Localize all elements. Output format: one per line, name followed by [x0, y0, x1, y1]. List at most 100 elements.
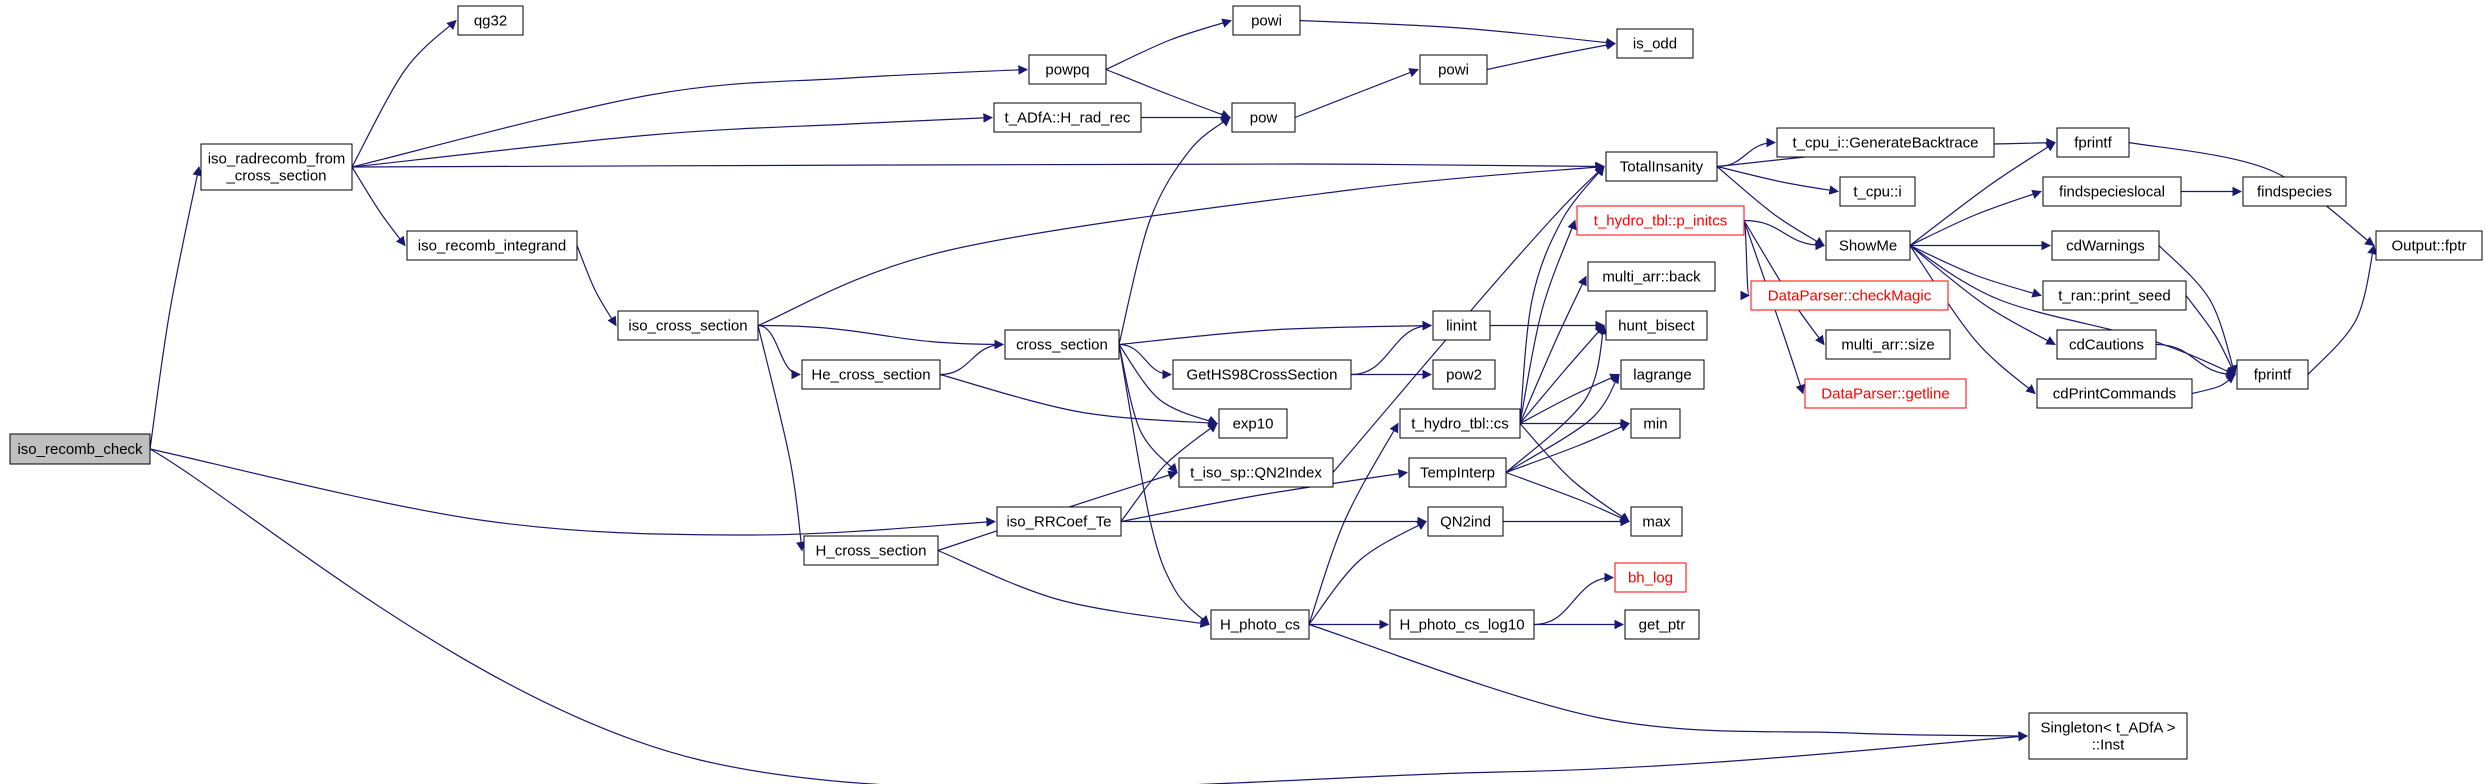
node-box-QN2ind[interactable] — [1427, 506, 1504, 537]
node-box-ShowMe[interactable] — [1825, 230, 1911, 261]
node-min[interactable]: min — [1630, 408, 1681, 439]
node-QN2ind[interactable]: QN2ind — [1427, 506, 1504, 537]
node-powi_top[interactable]: powi — [1232, 5, 1301, 36]
node-bh_log[interactable]: bh_log — [1614, 562, 1687, 593]
node-box-iso_radrecomb[interactable] — [200, 143, 353, 191]
node-box-He_cross_section[interactable] — [801, 359, 941, 390]
node-get_ptr[interactable]: get_ptr — [1624, 609, 1700, 640]
node-box-checkMagic[interactable] — [1750, 280, 1949, 311]
node-box-Output_fptr[interactable] — [2375, 230, 2483, 261]
node-lagrange[interactable]: lagrange — [1620, 359, 1705, 390]
node-hydro_tbl_cs[interactable]: t_hydro_tbl::cs — [1399, 408, 1521, 439]
node-box-get_ptr[interactable] — [1624, 609, 1700, 640]
node-pow[interactable]: pow — [1231, 102, 1296, 133]
node-box-powpq[interactable] — [1028, 54, 1107, 85]
node-pow2[interactable]: pow2 — [1432, 359, 1496, 390]
node-iso_recomb_integrand[interactable]: iso_recomb_integrand — [406, 230, 578, 261]
node-Singleton_Inst[interactable]: Singleton< t_ADfA >::Inst — [2028, 712, 2188, 760]
node-exp10[interactable]: exp10 — [1218, 408, 1288, 439]
node-fprintf_2[interactable]: fprintf — [2236, 359, 2309, 390]
node-box-exp10[interactable] — [1218, 408, 1288, 439]
node-Output_fptr[interactable]: Output::fptr — [2375, 230, 2483, 261]
node-max[interactable]: max — [1630, 506, 1683, 537]
node-box-TotalInsanity[interactable] — [1605, 151, 1718, 182]
node-t_cpu_i[interactable]: t_cpu::i — [1839, 176, 1916, 207]
node-getline[interactable]: DataParser::getline — [1804, 378, 1967, 409]
node-box-multi_arr_size[interactable] — [1825, 329, 1951, 360]
node-iso_RRCoef_Te[interactable]: iso_RRCoef_Te — [996, 506, 1122, 537]
node-box-is_odd[interactable] — [1616, 28, 1694, 59]
node-H_photo_cs_log10[interactable]: H_photo_cs_log10 — [1389, 609, 1535, 640]
node-box-lagrange[interactable] — [1620, 359, 1705, 390]
node-box-iso_recomb_check[interactable] — [9, 433, 151, 465]
node-TotalInsanity[interactable]: TotalInsanity — [1605, 151, 1718, 182]
node-iso_radrecomb[interactable]: iso_radrecomb_from_cross_section — [200, 143, 353, 191]
node-box-H_photo_cs[interactable] — [1210, 609, 1310, 640]
node-iso_recomb_check[interactable]: iso_recomb_check — [9, 433, 151, 465]
node-H_cross_section[interactable]: H_cross_section — [803, 535, 939, 566]
node-is_odd[interactable]: is_odd — [1616, 28, 1694, 59]
node-box-QN2Index[interactable] — [1178, 457, 1334, 488]
node-box-hunt_bisect[interactable] — [1605, 310, 1708, 341]
node-box-linint[interactable] — [1432, 310, 1491, 341]
node-box-cross_section[interactable] — [1004, 329, 1120, 360]
node-H_rad_rec[interactable]: t_ADfA::H_rad_rec — [993, 102, 1142, 133]
node-multi_arr_size[interactable]: multi_arr::size — [1825, 329, 1951, 360]
node-box-H_cross_section[interactable] — [803, 535, 939, 566]
node-box-iso_recomb_integrand[interactable] — [406, 230, 578, 261]
node-print_seed[interactable]: t_ran::print_seed — [2042, 280, 2187, 311]
node-ShowMe[interactable]: ShowMe — [1825, 230, 1911, 261]
node-findspecies[interactable]: findspecies — [2242, 176, 2347, 207]
node-checkMagic[interactable]: DataParser::checkMagic — [1750, 280, 1949, 311]
node-box-cdPrintCommands[interactable] — [2036, 378, 2193, 409]
node-powi_2[interactable]: powi — [1419, 54, 1488, 85]
node-He_cross_section[interactable]: He_cross_section — [801, 359, 941, 390]
node-box-getline[interactable] — [1804, 378, 1967, 409]
node-box-hydro_tbl_cs[interactable] — [1399, 408, 1521, 439]
node-box-H_rad_rec[interactable] — [993, 102, 1142, 133]
node-box-GetHS98CrossSection[interactable] — [1172, 359, 1352, 390]
node-findspecieslocal[interactable]: findspecieslocal — [2042, 176, 2182, 207]
node-box-multi_arr_back[interactable] — [1587, 261, 1716, 292]
node-box-GenerateBacktrace[interactable] — [1776, 127, 1995, 158]
node-fprintf_top[interactable]: fprintf — [2056, 127, 2130, 158]
node-box-max[interactable] — [1630, 506, 1683, 537]
node-box-qg32[interactable] — [457, 5, 524, 36]
node-box-bh_log[interactable] — [1614, 562, 1687, 593]
node-box-iso_RRCoef_Te[interactable] — [996, 506, 1122, 537]
node-cdCautions[interactable]: cdCautions — [2056, 329, 2157, 360]
node-box-Singleton_Inst[interactable] — [2028, 712, 2188, 760]
node-powpq[interactable]: powpq — [1028, 54, 1107, 85]
node-H_photo_cs[interactable]: H_photo_cs — [1210, 609, 1310, 640]
node-cross_section[interactable]: cross_section — [1004, 329, 1120, 360]
node-box-cdWarnings[interactable] — [2051, 230, 2160, 261]
node-cdPrintCommands[interactable]: cdPrintCommands — [2036, 378, 2193, 409]
node-box-fprintf_top[interactable] — [2056, 127, 2130, 158]
node-linint[interactable]: linint — [1432, 310, 1491, 341]
node-hunt_bisect[interactable]: hunt_bisect — [1605, 310, 1708, 341]
node-iso_cross_section[interactable]: iso_cross_section — [617, 310, 759, 341]
node-qg32[interactable]: qg32 — [457, 5, 524, 36]
node-GenerateBacktrace[interactable]: t_cpu_i::GenerateBacktrace — [1776, 127, 1995, 158]
node-box-p_initcs[interactable] — [1576, 205, 1745, 236]
node-box-powi_2[interactable] — [1419, 54, 1488, 85]
node-box-H_photo_cs_log10[interactable] — [1389, 609, 1535, 640]
node-box-pow[interactable] — [1231, 102, 1296, 133]
node-TempInterp[interactable]: TempInterp — [1408, 457, 1507, 488]
node-box-pow2[interactable] — [1432, 359, 1496, 390]
node-box-print_seed[interactable] — [2042, 280, 2187, 311]
node-box-t_cpu_i[interactable] — [1839, 176, 1916, 207]
node-GetHS98CrossSection[interactable]: GetHS98CrossSection — [1172, 359, 1352, 390]
node-box-min[interactable] — [1630, 408, 1681, 439]
node-cdWarnings[interactable]: cdWarnings — [2051, 230, 2160, 261]
node-multi_arr_back[interactable]: multi_arr::back — [1587, 261, 1716, 292]
node-box-iso_cross_section[interactable] — [617, 310, 759, 341]
node-box-findspecieslocal[interactable] — [2042, 176, 2182, 207]
node-box-TempInterp[interactable] — [1408, 457, 1507, 488]
node-QN2Index[interactable]: t_iso_sp::QN2Index — [1178, 457, 1334, 488]
node-box-fprintf_2[interactable] — [2236, 359, 2309, 390]
node-box-cdCautions[interactable] — [2056, 329, 2157, 360]
node-box-powi_top[interactable] — [1232, 5, 1301, 36]
node-box-findspecies[interactable] — [2242, 176, 2347, 207]
node-p_initcs[interactable]: t_hydro_tbl::p_initcs — [1576, 205, 1745, 236]
